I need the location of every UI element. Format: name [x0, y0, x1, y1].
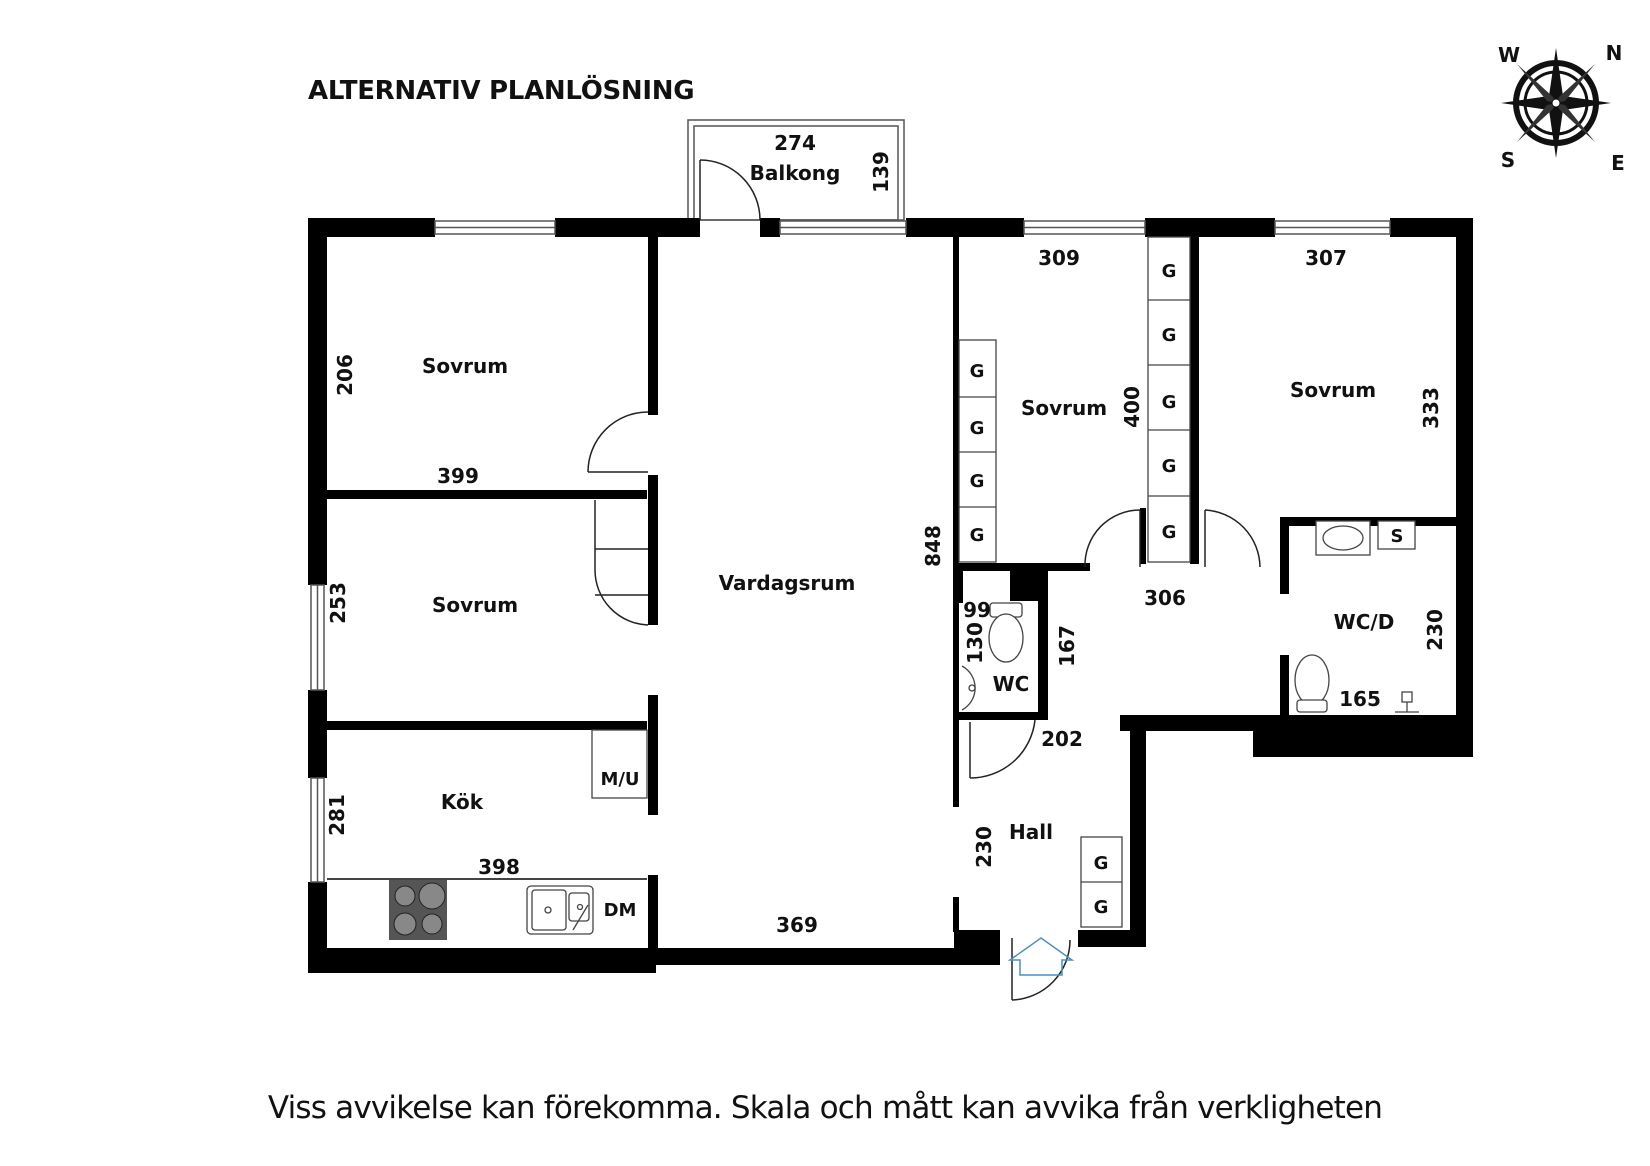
dim-corridor-h: 167 [1055, 625, 1079, 667]
shower-icon [1395, 691, 1419, 713]
wardrobe-label: G [1094, 897, 1109, 918]
room-label-kok: Kök [441, 790, 484, 814]
room-label-wcd: WC/D [1334, 610, 1395, 634]
room-label-hall: Hall [1009, 820, 1053, 844]
wardrobe-label: G [1094, 853, 1109, 874]
wardrobe-label: G [970, 525, 985, 546]
entrance-arrow-icon [1007, 937, 1075, 976]
walls [308, 218, 1473, 973]
dim-sovrum3-w: 309 [1038, 246, 1080, 270]
dim-sovrum4-h: 333 [1419, 387, 1443, 429]
toilet-icon [988, 602, 1024, 663]
dim-kok-w: 398 [478, 855, 520, 879]
dim-corridor-w: 306 [1144, 586, 1186, 610]
room-label-vardagsrum: Vardagsrum [719, 571, 856, 595]
dim-sovrum3-h: 400 [1120, 386, 1144, 428]
bathroom-fixtures [961, 520, 1419, 713]
room-label-sovrum-3: Sovrum [1021, 396, 1107, 420]
wardrobe-label: G [1162, 522, 1177, 543]
wardrobe-label: G [1162, 456, 1177, 477]
toilet-icon [1294, 654, 1330, 713]
disclaimer-text: Viss avvikelse kan förekomma. Skala och … [267, 1090, 1383, 1126]
dim-sovrum1-h: 206 [333, 354, 357, 396]
room-label-sovrum-4: Sovrum [1290, 378, 1376, 402]
compass-e: E [1611, 151, 1625, 175]
compass-icon: N W S E [1498, 41, 1625, 175]
label-s: S [1391, 526, 1404, 547]
room-label-wc: WC [993, 672, 1030, 696]
compass-s: S [1501, 148, 1515, 172]
wardrobe-label: G [1162, 325, 1177, 346]
dim-wc-h: 130 [963, 622, 987, 664]
wardrobe-label: G [1162, 392, 1177, 413]
dim-wc-w: 99 [963, 598, 991, 622]
wardrobe-label: G [970, 361, 985, 382]
dim-vardagsrum-w: 369 [776, 913, 818, 937]
dim-hall-w: 202 [1041, 727, 1083, 751]
room-label-balkong: Balkong [750, 161, 841, 185]
wardrobe-label: G [970, 471, 985, 492]
wardrobe-label: G [1162, 261, 1177, 282]
dim-wcd-w: 165 [1339, 687, 1381, 711]
dimensions: 274 139 206 399 253 281 398 369 848 309 … [325, 131, 1447, 937]
dim-hall-h: 230 [972, 826, 996, 868]
room-label-sovrum-2: Sovrum [432, 593, 518, 617]
wardrobes [958, 236, 1191, 928]
compass-w: W [1498, 43, 1520, 67]
washbasin-icon [961, 665, 976, 711]
dim-sovrum4-w: 307 [1305, 246, 1347, 270]
plan-title: ALTERNATIV PLANLÖSNING [308, 76, 695, 106]
kitchen-fixtures [327, 729, 648, 940]
dim-wcd-h: 230 [1423, 609, 1447, 651]
compass-n: N [1606, 41, 1623, 65]
label-mu: M/U [600, 769, 639, 790]
dim-balkong-w: 274 [774, 131, 816, 155]
s-cabinet [1377, 520, 1416, 550]
mu-cabinet [591, 729, 648, 799]
dim-kok-h: 281 [325, 794, 349, 836]
balcony [687, 119, 905, 221]
washbasin-icon [1315, 520, 1371, 556]
sink-icon [526, 885, 594, 935]
wardrobe-label: G [970, 418, 985, 439]
room-labels: Sovrum Sovrum Kök Vardagsrum Balkong Sov… [422, 161, 1394, 844]
fixture-labels: M/U DM S G G G G G G G G G G G [600, 261, 1403, 921]
room-label-sovrum-1: Sovrum [422, 354, 508, 378]
dim-vardagsrum-h: 848 [921, 525, 945, 567]
dim-balkong-d: 139 [869, 151, 893, 193]
label-dm: DM [604, 900, 637, 921]
windows [310, 220, 1391, 883]
dim-sovrum1-w: 399 [437, 464, 479, 488]
doors [587, 159, 1261, 1001]
dim-sovrum2-h: 253 [326, 582, 350, 624]
